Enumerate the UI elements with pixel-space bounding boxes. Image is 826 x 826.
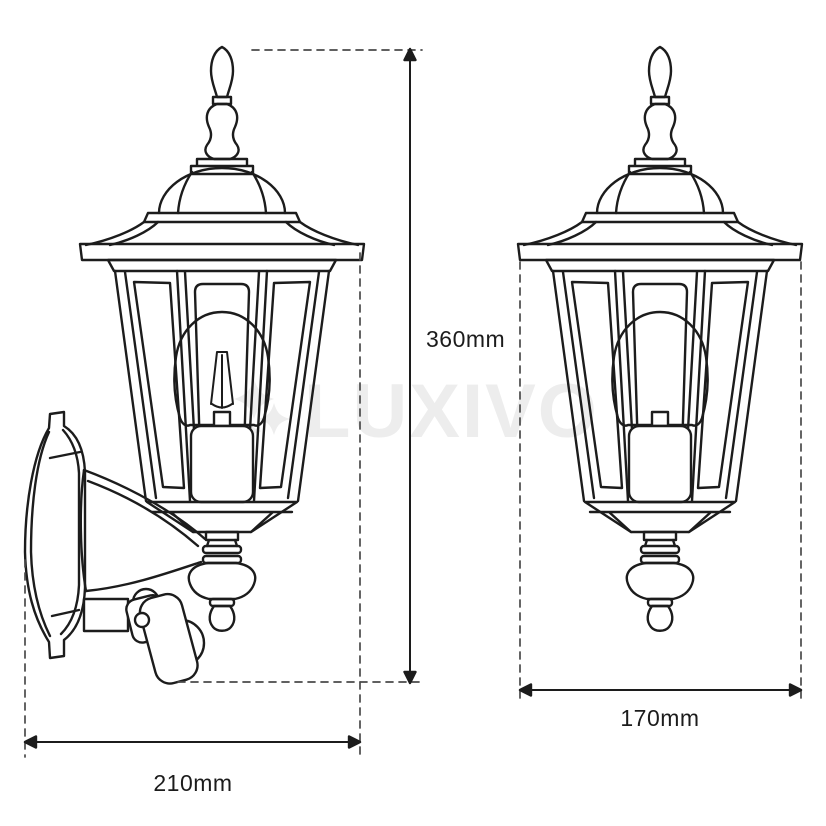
watermark-text: LUXIVO	[304, 369, 599, 454]
dimension-width-170	[518, 261, 803, 705]
watermark: LUXIVO	[224, 374, 599, 450]
dimension-height-360	[177, 47, 423, 685]
lantern-width-dimension-label: 170mm	[620, 705, 700, 731]
lantern-outline	[516, 45, 804, 632]
wall-mount-plate	[23, 410, 87, 660]
arrow-down-icon	[403, 670, 417, 685]
dimension-width-210	[23, 252, 362, 758]
left-lantern-view	[23, 45, 366, 685]
total-width-dimension-label: 210mm	[153, 770, 233, 796]
lantern-outline	[78, 45, 366, 632]
bracket-arm	[79, 468, 207, 593]
height-dimension-label: 360mm	[426, 326, 506, 352]
sensor-head	[138, 592, 199, 685]
arrow-left-icon	[518, 683, 533, 697]
bulb-filament	[210, 351, 234, 409]
right-lantern-view	[516, 45, 804, 632]
sensor-pivot	[133, 611, 151, 629]
arrow-right-icon	[347, 735, 362, 749]
arrow-right-icon	[788, 683, 803, 697]
arrow-left-icon	[23, 735, 38, 749]
motion-sensor	[82, 587, 206, 685]
arrow-up-icon	[403, 47, 417, 62]
sensor-bar	[82, 597, 130, 633]
